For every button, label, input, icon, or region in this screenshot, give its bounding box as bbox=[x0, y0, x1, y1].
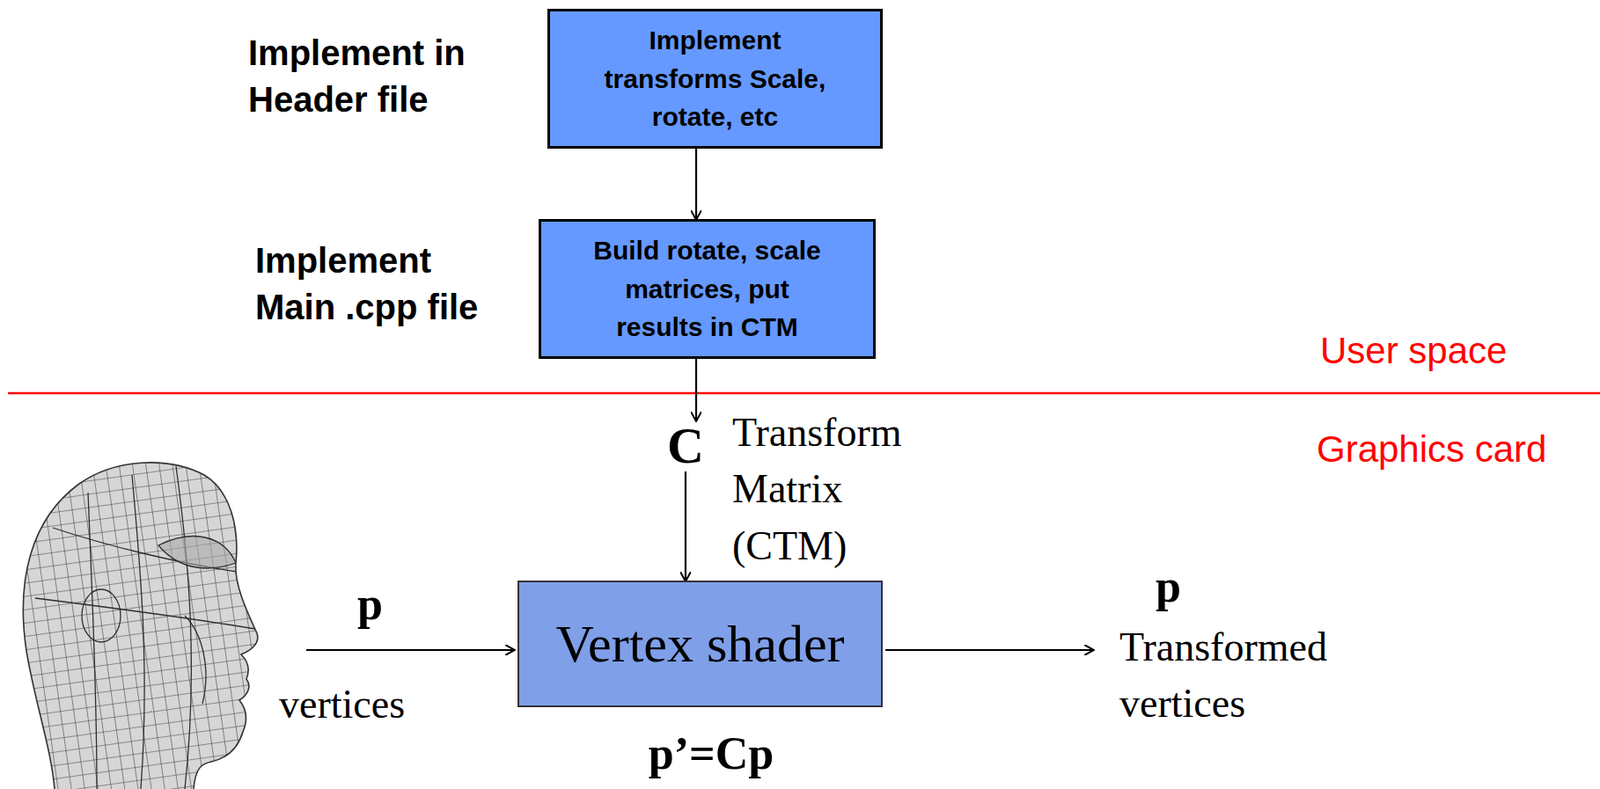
process-box: Implement transforms Scale, rotate, etc bbox=[547, 8, 883, 149]
input-arrow bbox=[306, 649, 514, 652]
output-label: Transformed vertices bbox=[1119, 619, 1384, 734]
process-box: Build rotate, scale matrices, put result… bbox=[538, 219, 876, 360]
boundary-line bbox=[7, 392, 1600, 396]
input-label: vertices bbox=[278, 680, 405, 729]
output-arrow bbox=[885, 649, 1094, 652]
node-text: Vertex shader bbox=[526, 612, 874, 676]
file-label: Implement in Header file bbox=[248, 29, 495, 124]
shader-box: Vertex shader bbox=[517, 580, 883, 708]
head-wireframe bbox=[22, 462, 257, 789]
matrix-symbol: CTransform Matrix (CTM) bbox=[667, 420, 705, 472]
vector-symbol: p bbox=[357, 577, 383, 632]
flow-arrow bbox=[696, 359, 698, 421]
node-caption: Transform Matrix (CTM) bbox=[732, 404, 922, 575]
equation: p’=Cp bbox=[607, 726, 815, 782]
node-text: Implement transforms Scale, rotate, etc bbox=[587, 21, 844, 137]
file-label: Implement Main .cpp file bbox=[255, 237, 502, 331]
node-text: C bbox=[667, 420, 705, 472]
flow-arrow bbox=[696, 148, 698, 220]
flow-arrow bbox=[684, 471, 686, 581]
region-label: User space bbox=[1320, 329, 1507, 374]
vector-symbol: p bbox=[1155, 559, 1182, 615]
region-label: Graphics card bbox=[1316, 427, 1547, 472]
node-text: Build rotate, scale matrices, put result… bbox=[586, 231, 829, 347]
